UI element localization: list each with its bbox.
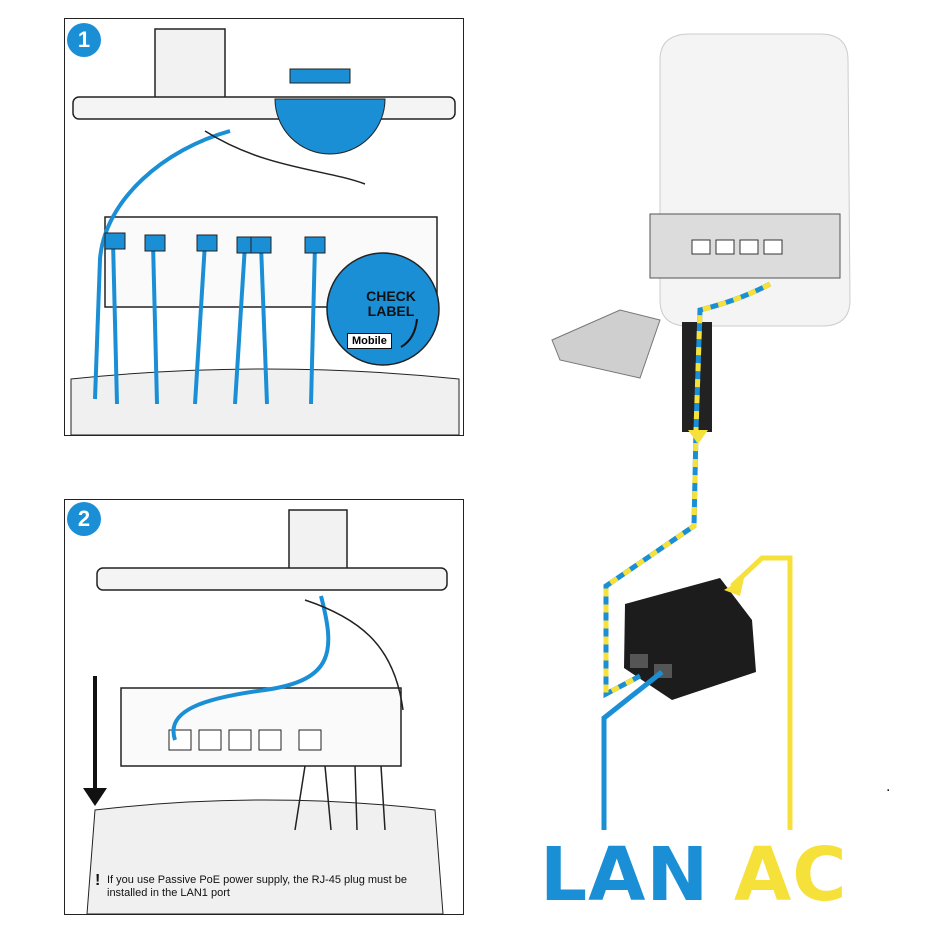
mount-post <box>288 509 348 571</box>
step-2-badge: 2 <box>67 502 101 536</box>
mounting-plate <box>72 96 456 120</box>
router-box <box>120 687 402 767</box>
poe-injector <box>624 578 756 700</box>
poe-port-data <box>630 654 648 668</box>
poe-note-text: If you use Passive PoE power supply, the… <box>107 874 408 899</box>
antenna-dome <box>659 33 851 327</box>
ac-arrow-icon <box>724 578 744 596</box>
ac-label: AC <box>734 832 848 918</box>
check-label-text: CHECK LABEL <box>366 288 416 319</box>
poe-cable <box>603 281 772 699</box>
bin-enclosure <box>86 799 444 914</box>
mount-post <box>154 28 226 100</box>
zoom-connector <box>289 68 351 84</box>
lan-line <box>601 670 664 830</box>
cable-connectors <box>104 232 326 254</box>
exclamation-icon: ! <box>95 872 101 889</box>
router-ports <box>691 239 783 255</box>
lan-label: LAN <box>540 832 710 918</box>
down-arrow-icon <box>83 676 107 806</box>
antenna-cables <box>294 765 386 831</box>
poe-note: ! If you use Passive PoE power supply, t… <box>95 873 447 900</box>
step-1-panel: 1 <box>64 18 464 436</box>
cable-gland <box>682 322 712 432</box>
ethernet-cable-blue <box>171 595 331 741</box>
mobile-label-tag: Mobile <box>347 333 392 349</box>
step-1-badge: 1 <box>67 23 101 57</box>
lan-ports <box>168 729 322 751</box>
pole-bracket <box>551 309 661 379</box>
step-2-panel: 2 ! If you use Passive PoE power supply,… <box>64 499 464 915</box>
ac-line <box>730 555 793 830</box>
cable-arrow-icon <box>688 430 708 444</box>
stray-mark: . <box>886 778 891 795</box>
poe-cable-stripes <box>603 281 772 699</box>
curved-arrow-icon <box>400 318 418 348</box>
mounting-plate <box>96 567 448 591</box>
step-1-illustration <box>70 28 460 435</box>
poe-port-poe <box>654 664 672 678</box>
antenna-cables <box>93 129 317 405</box>
zoom-detail <box>274 98 386 155</box>
power-cable <box>304 599 404 711</box>
ethernet-cable <box>204 130 366 185</box>
router-unit <box>649 213 841 279</box>
step-2-illustration <box>83 509 448 914</box>
